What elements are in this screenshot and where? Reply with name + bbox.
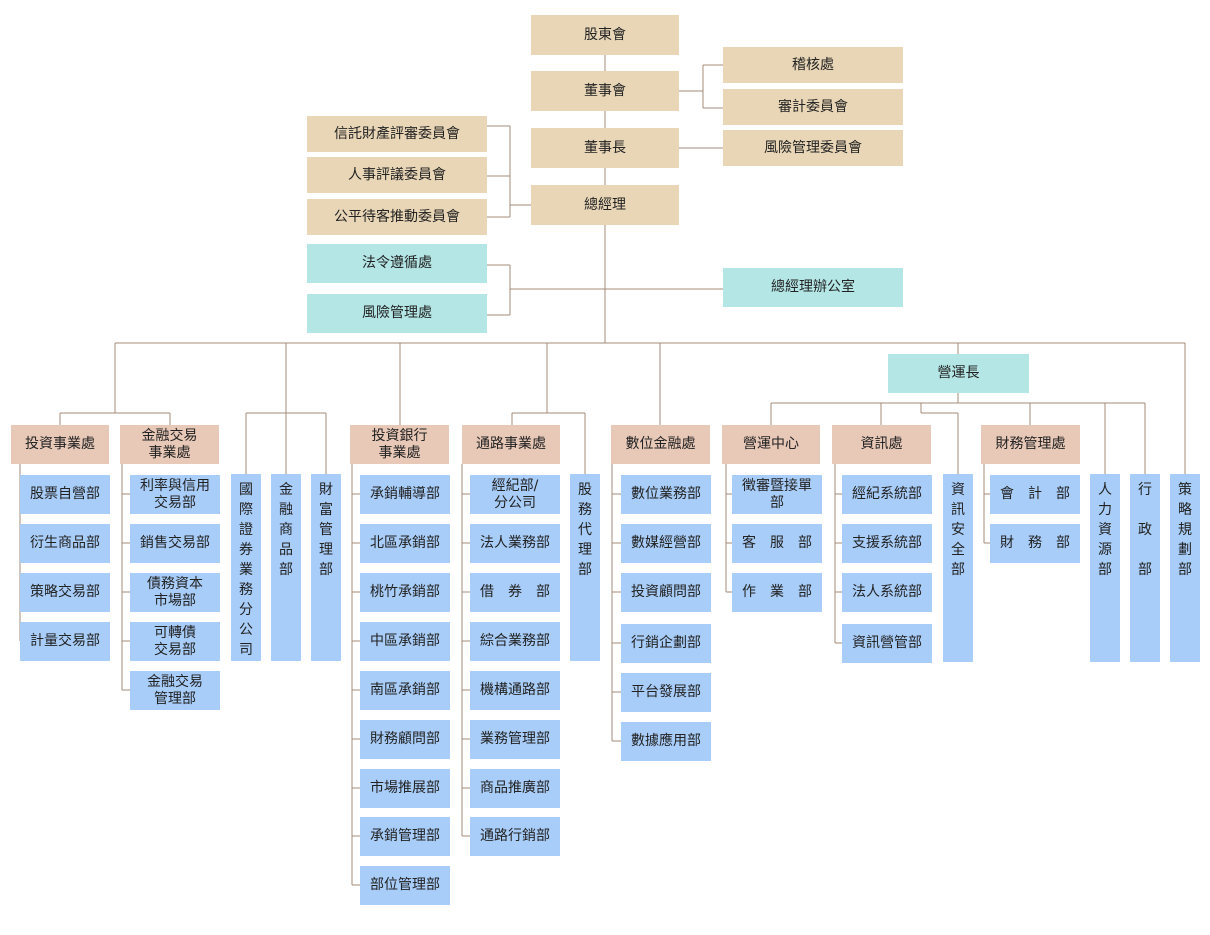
dept-box: 桃竹承銷部 (360, 573, 450, 612)
standalone-group-link (245, 412, 327, 474)
channel-group-link (511, 412, 586, 474)
division-investment-banking: 投資銀行 事業處 (350, 425, 449, 464)
dept-box: 北區承銷部 (360, 524, 450, 563)
dept-stock-agency: 股 務 代 理 部 (570, 474, 600, 661)
opcenter-bracket (725, 464, 732, 593)
hr-committee-box: 人事評議委員會 (307, 157, 487, 193)
chairman-box: 董事長 (531, 128, 679, 168)
dept-box: 部位管理部 (360, 866, 450, 905)
coo-box: 營運長 (888, 354, 1029, 393)
dept-box: 衍生商品部 (20, 524, 110, 563)
channel-bracket (461, 464, 470, 837)
division-financial-trading: 金融交易 事業處 (120, 425, 219, 464)
trust-committee-box: 信託財產評審委員會 (307, 116, 487, 152)
dept-box: 金融交易 管理部 (130, 671, 220, 710)
investment-group-link (59, 412, 171, 425)
dept-box: 客 服 部 (732, 524, 822, 563)
dept-box: 商品推廣部 (470, 769, 560, 808)
dept-box: 會 計 部 (990, 475, 1080, 514)
dept-box: 行銷企劃部 (621, 624, 711, 663)
committee-bracket (487, 125, 531, 218)
president-office-box: 總經理辦公室 (723, 268, 903, 307)
dept-box: 綜合業務部 (470, 622, 560, 661)
dept-box: 經紀系統部 (842, 475, 932, 514)
dept-box: 法人業務部 (470, 524, 560, 563)
fintrade-bracket (121, 464, 130, 691)
dept-box: 平台發展部 (621, 673, 711, 712)
dept-box: 財務顧問部 (360, 720, 450, 759)
dept-info-security: 資 訊 安 全 部 (943, 474, 973, 662)
dept-intl-securities-branch: 國 際 證 券 業 務 分 公 司 (231, 474, 261, 661)
dept-box: 市場推展部 (360, 769, 450, 808)
dept-administration: 行 政 部 (1130, 474, 1160, 662)
fair-treatment-committee-box: 公平待客推動委員會 (307, 199, 487, 235)
dept-box: 投資顧問部 (621, 573, 711, 612)
dept-box: 中區承銷部 (360, 622, 450, 661)
it-bracket (834, 464, 842, 644)
dept-box: 南區承銷部 (360, 671, 450, 710)
dept-box: 債務資本 市場部 (130, 573, 220, 612)
division-investment: 投資事業處 (11, 425, 109, 464)
dept-box: 股票自營部 (20, 475, 110, 514)
dept-box: 可轉債 交易部 (130, 622, 220, 661)
president-box: 總經理 (531, 185, 679, 225)
dept-box: 財 務 部 (990, 524, 1080, 563)
dept-box: 經紀部/ 分公司 (470, 475, 560, 514)
dept-box: 通路行銷部 (470, 817, 560, 856)
division-operations-center: 營運中心 (722, 425, 820, 464)
dept-box: 策略交易部 (20, 573, 110, 612)
dept-financial-products: 金 融 商 品 部 (271, 474, 301, 661)
dept-box: 銷售交易部 (130, 524, 220, 563)
digital-bracket (611, 464, 621, 742)
division-it: 資訊處 (832, 425, 931, 464)
dept-box: 數據應用部 (621, 722, 711, 761)
dept-box: 借 券 部 (470, 573, 560, 612)
dept-box: 機構通路部 (470, 671, 560, 710)
dept-box: 徵審暨接單 部 (732, 475, 822, 514)
dept-box: 計量交易部 (20, 622, 110, 661)
dept-box: 數位業務部 (621, 475, 711, 514)
staff-bracket (487, 264, 723, 316)
division-finance: 財務管理處 (981, 425, 1080, 464)
dept-box: 支援系統部 (842, 524, 932, 563)
board-box: 董事會 (531, 71, 679, 111)
dept-box: 利率與信用 交易部 (130, 475, 220, 514)
dept-box: 法人系統部 (842, 573, 932, 612)
audit-office-box: 稽核處 (723, 47, 903, 83)
division-digital: 數位金融處 (611, 425, 710, 464)
finance-bracket (983, 464, 990, 544)
risk-committee-box: 風險管理委員會 (723, 130, 903, 166)
dept-box: 承銷輔導部 (360, 475, 450, 514)
risk-office-box: 風險管理處 (307, 294, 487, 333)
ib-bracket (351, 464, 360, 886)
dept-strategic-planning: 策 略 規 劃 部 (1170, 474, 1200, 662)
dept-human-resources: 人 力 資 源 部 (1090, 474, 1120, 662)
dept-box: 資訊營管部 (842, 624, 932, 663)
dept-box: 數媒經營部 (621, 524, 711, 563)
dept-box: 承銷管理部 (360, 817, 450, 856)
audit-branch (679, 64, 723, 109)
coo-group-link (770, 393, 1146, 474)
dept-wealth-management: 財 富 管 理 部 (311, 474, 341, 661)
division-drops (114, 343, 1186, 474)
compliance-box: 法令遵循處 (307, 244, 487, 283)
shareholders-box: 股東會 (531, 15, 679, 55)
dept-box: 作 業 部 (732, 573, 822, 612)
dept-box: 業務管理部 (470, 720, 560, 759)
audit-committee-box: 審計委員會 (723, 89, 903, 125)
division-channel: 通路事業處 (462, 425, 560, 464)
